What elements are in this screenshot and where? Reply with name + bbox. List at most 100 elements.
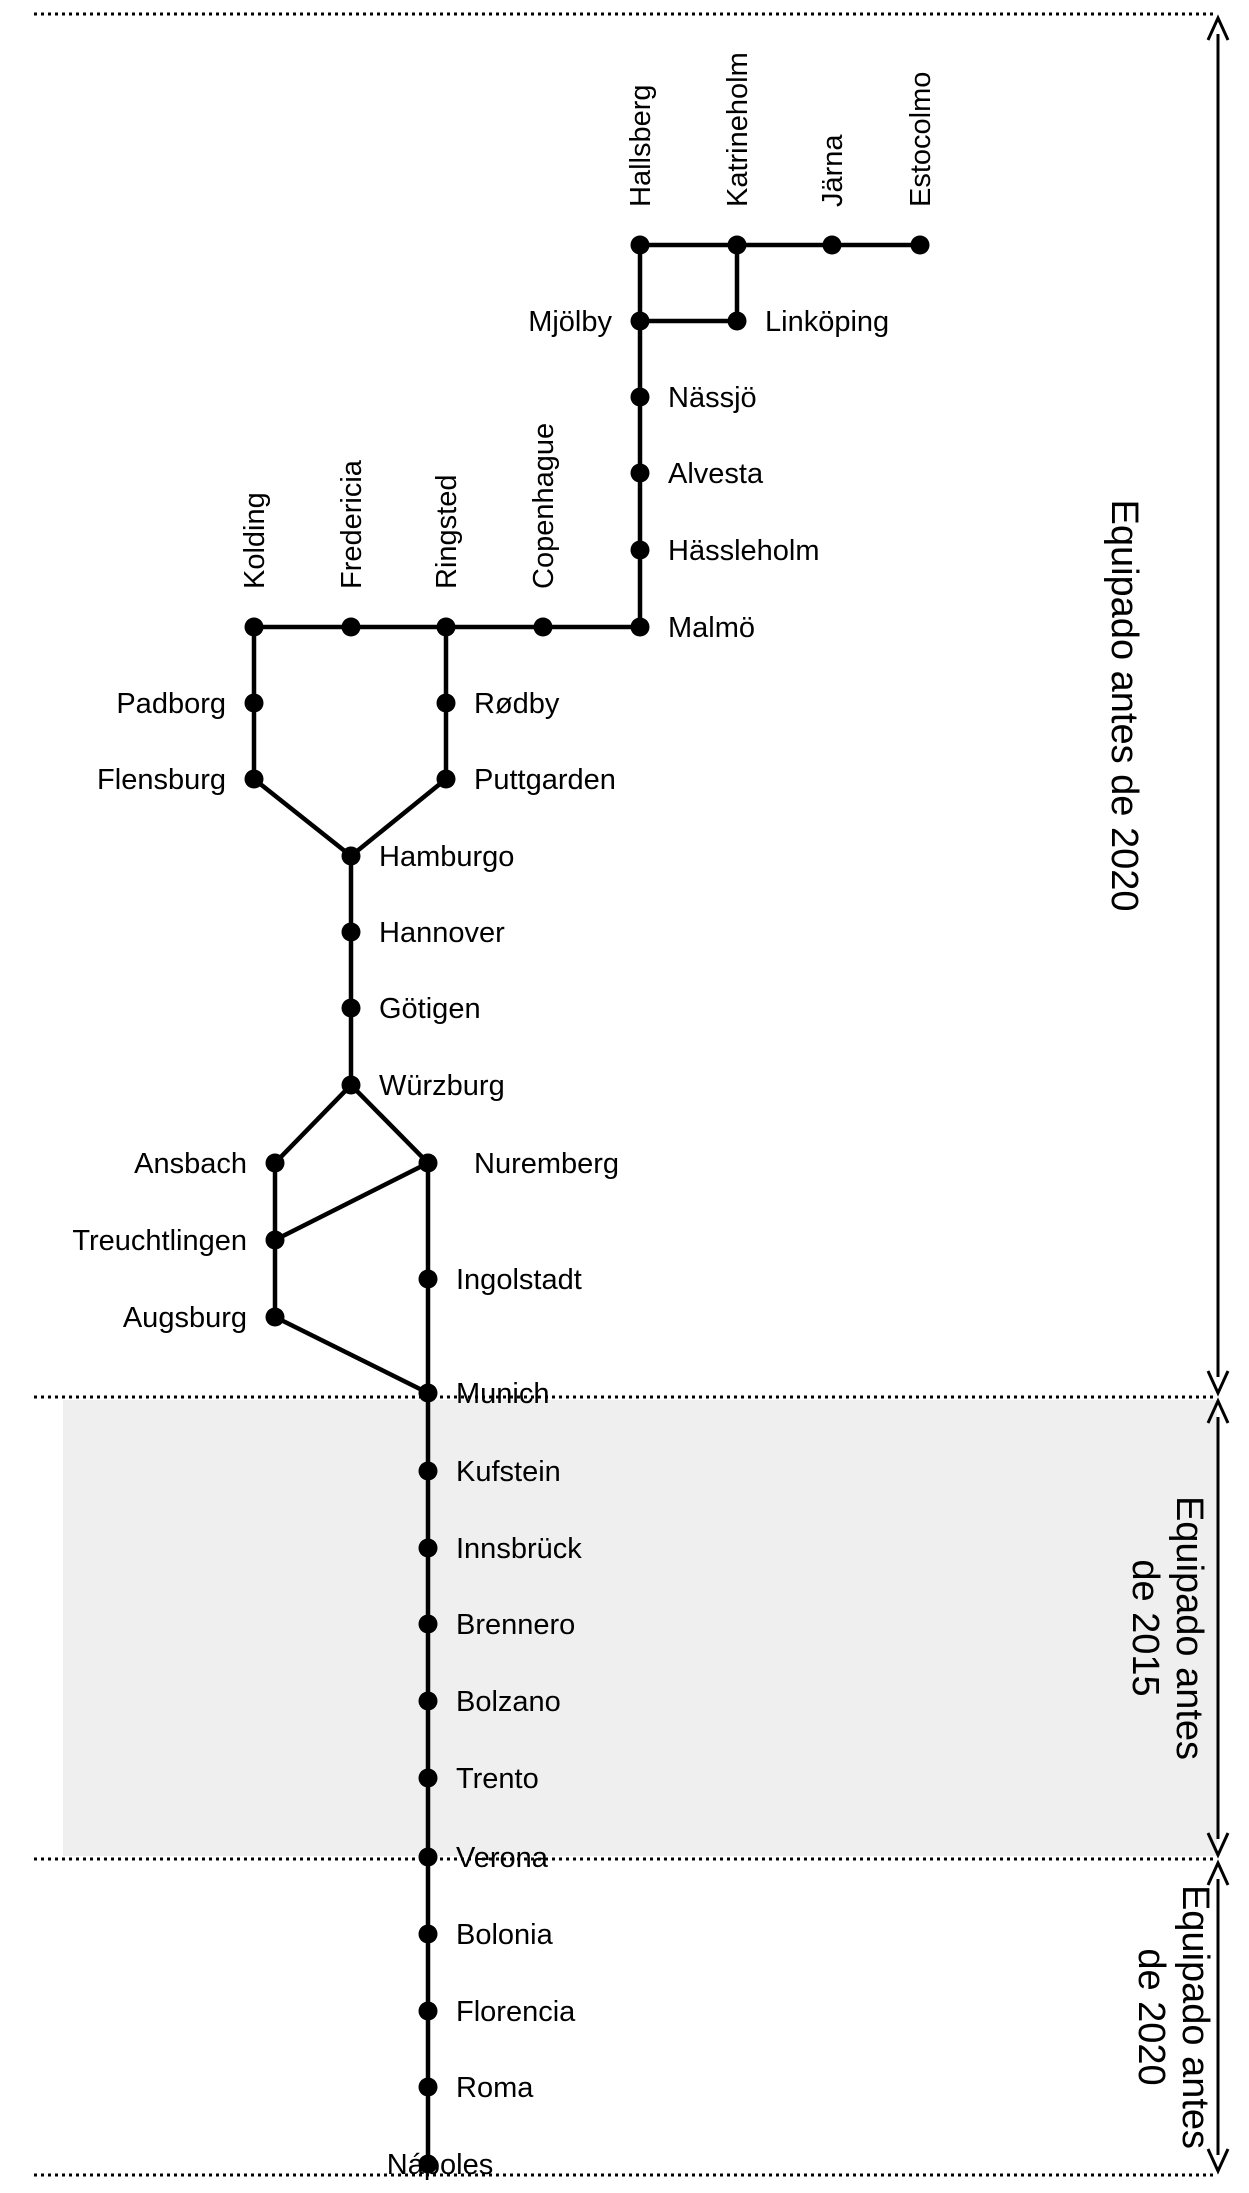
station-node-kufstein	[418, 1461, 438, 1481]
shaded-band-middle	[63, 1400, 1217, 1856]
station-node-ansbach	[265, 1153, 285, 1173]
station-node-bolzano	[418, 1691, 438, 1711]
station-label-hassleholm: Hässleholm	[668, 535, 820, 567]
track-puttgarden-hamburgo	[348, 776, 449, 859]
track-augsburg-munich	[272, 1314, 431, 1396]
station-label-katrineholm: Katrineholm	[722, 52, 754, 207]
station-node-copenhague	[533, 617, 553, 637]
station-label-alvesta: Alvesta	[668, 458, 764, 490]
station-label-padborg: Padborg	[116, 688, 226, 720]
station-label-gotigen: Götigen	[379, 993, 481, 1025]
station-node-katrineholm	[727, 235, 747, 255]
station-node-trento	[418, 1768, 438, 1788]
station-label-hamburgo: Hamburgo	[379, 841, 514, 873]
station-node-alvesta	[630, 463, 650, 483]
arrow-head-down-icon	[1206, 1370, 1230, 1397]
station-label-florencia: Florencia	[456, 1996, 576, 2028]
track-wurzburg-nuremberg	[348, 1082, 431, 1166]
station-label-hannover: Hannover	[379, 917, 505, 949]
station-label-brennero: Brennero	[456, 1609, 575, 1641]
station-node-brennero	[418, 1614, 438, 1634]
station-node-estocolmo	[910, 235, 930, 255]
station-node-flensburg	[244, 769, 264, 789]
station-label-malmo: Malmö	[668, 612, 755, 644]
station-node-mjolby	[630, 311, 650, 331]
section-arrows	[1206, 14, 1230, 2175]
station-label-ringsted: Ringsted	[431, 475, 463, 589]
station-label-mjolby: Mjölby	[528, 306, 612, 338]
station-label-nuremberg: Nuremberg	[474, 1148, 619, 1180]
station-label-nassjo: Nässjö	[668, 382, 757, 414]
station-node-jarna	[822, 235, 842, 255]
section-label-top: Equipado antes de 2020	[1103, 499, 1145, 911]
station-label-verona: Verona	[456, 1842, 549, 1874]
station-label-kufstein: Kufstein	[456, 1456, 561, 1488]
station-node-hallsberg	[630, 235, 650, 255]
station-label-innsbruck: Innsbrück	[456, 1533, 582, 1565]
station-node-malmo	[630, 617, 650, 637]
station-node-padborg	[244, 693, 264, 713]
station-label-rodby: Rødby	[474, 688, 560, 720]
station-node-hamburgo	[341, 846, 361, 866]
station-label-jarna: Järna	[817, 134, 849, 207]
arrow-head-up-icon	[1206, 1397, 1230, 1424]
station-label-ingolstadt: Ingolstadt	[456, 1264, 582, 1296]
station-node-gotigen	[341, 998, 361, 1018]
station-label-bolonia: Bolonia	[456, 1919, 554, 1951]
station-node-wurzburg	[341, 1075, 361, 1095]
track-treuchtlingen-nuremberg	[272, 1160, 431, 1243]
section-label-line: de 2015	[1124, 1559, 1166, 1696]
station-node-verona	[418, 1847, 438, 1867]
section-label-middle: Equipado antesde 2015	[1124, 1496, 1210, 1760]
station-label-wurzburg: Würzburg	[379, 1070, 505, 1102]
station-node-roma	[418, 2077, 438, 2097]
station-node-ringsted	[436, 617, 456, 637]
station-nodes	[244, 235, 930, 2174]
station-node-nassjo	[630, 387, 650, 407]
track-wurzburg-ansbach	[272, 1082, 354, 1166]
station-label-hallsberg: Hallsberg	[625, 85, 657, 208]
station-node-treuchtlingen	[265, 1230, 285, 1250]
station-node-kolding	[244, 617, 264, 637]
station-node-napoles	[418, 2154, 438, 2174]
station-node-linkoping	[727, 311, 747, 331]
station-node-bolonia	[418, 1924, 438, 1944]
station-label-puttgarden: Puttgarden	[474, 764, 616, 796]
station-node-fredericia	[341, 617, 361, 637]
station-node-nuremberg	[418, 1153, 438, 1173]
arrow-head-up-icon	[1206, 14, 1230, 41]
shaded-bands	[63, 1400, 1217, 1856]
station-label-ansbach: Ansbach	[134, 1148, 247, 1180]
section-label-bottom: Equipado antesde 2020	[1130, 1885, 1216, 2149]
station-node-innsbruck	[418, 1538, 438, 1558]
station-label-treuchtlingen: Treuchtlingen	[72, 1225, 247, 1257]
station-label-augsburg: Augsburg	[123, 1302, 247, 1334]
arrow-head-down-icon	[1206, 2148, 1230, 2175]
station-label-estocolmo: Estocolmo	[905, 72, 937, 207]
section-label-line: Equipado antes de 2020	[1103, 499, 1145, 911]
station-label-fredericia: Fredericia	[336, 459, 368, 589]
station-label-linkoping: Linköping	[765, 306, 889, 338]
arrow-head-down-icon	[1206, 1832, 1230, 1859]
station-node-hassleholm	[630, 540, 650, 560]
station-label-kolding: Kolding	[239, 492, 271, 589]
station-node-munich	[418, 1383, 438, 1403]
station-node-ingolstadt	[418, 1269, 438, 1289]
station-node-puttgarden	[436, 769, 456, 789]
arrow-head-up-icon	[1206, 1859, 1230, 1886]
track-lines	[251, 242, 923, 2167]
station-node-rodby	[436, 693, 456, 713]
section-label-line: Equipado antes	[1168, 1496, 1210, 1760]
station-node-augsburg	[265, 1307, 285, 1327]
station-label-roma: Roma	[456, 2072, 534, 2104]
track-flensburg-hamburgo	[251, 776, 354, 859]
station-label-copenhague: Copenhague	[528, 423, 560, 589]
station-label-flensburg: Flensburg	[97, 764, 226, 796]
section-dividers	[34, 12, 1214, 2177]
station-label-napoles: Nápoles	[387, 2149, 493, 2181]
station-label-munich: Munich	[456, 1378, 550, 1410]
section-label-line: Equipado antes	[1174, 1885, 1216, 2149]
